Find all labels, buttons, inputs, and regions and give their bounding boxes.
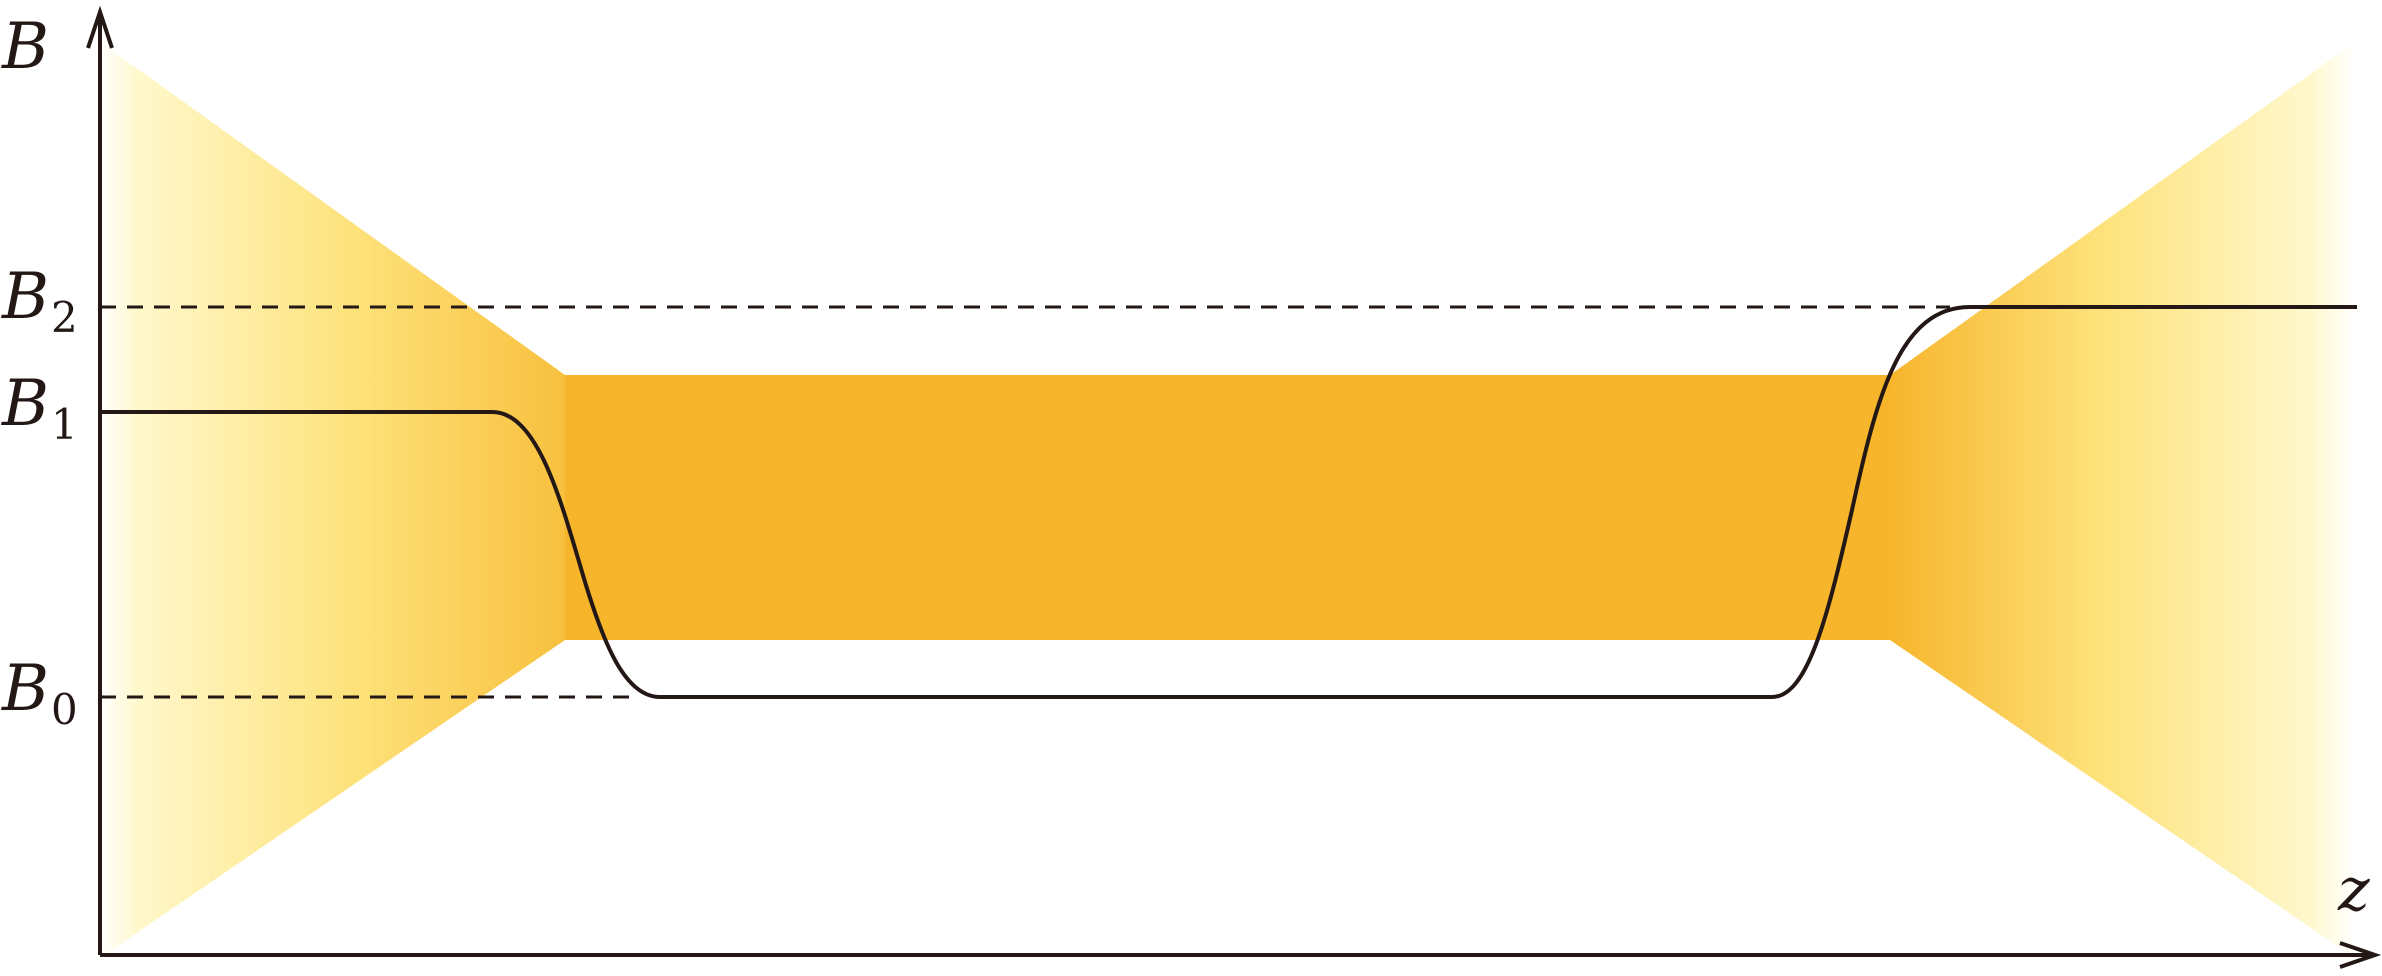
x-axis-label: z xyxy=(2337,855,2370,925)
field-profile-curve xyxy=(100,305,2357,699)
left-taper-region xyxy=(100,42,565,958)
b2-label: B2 xyxy=(1,260,78,342)
y-axis-arrowhead xyxy=(86,5,114,49)
b1-label: B1 xyxy=(1,367,78,449)
right-taper-region xyxy=(1890,42,2355,958)
b0-label: B0 xyxy=(1,652,78,734)
y-axis-label: B xyxy=(1,10,49,84)
x-axis-arrowhead xyxy=(2339,941,2382,969)
central-band xyxy=(565,375,1890,640)
